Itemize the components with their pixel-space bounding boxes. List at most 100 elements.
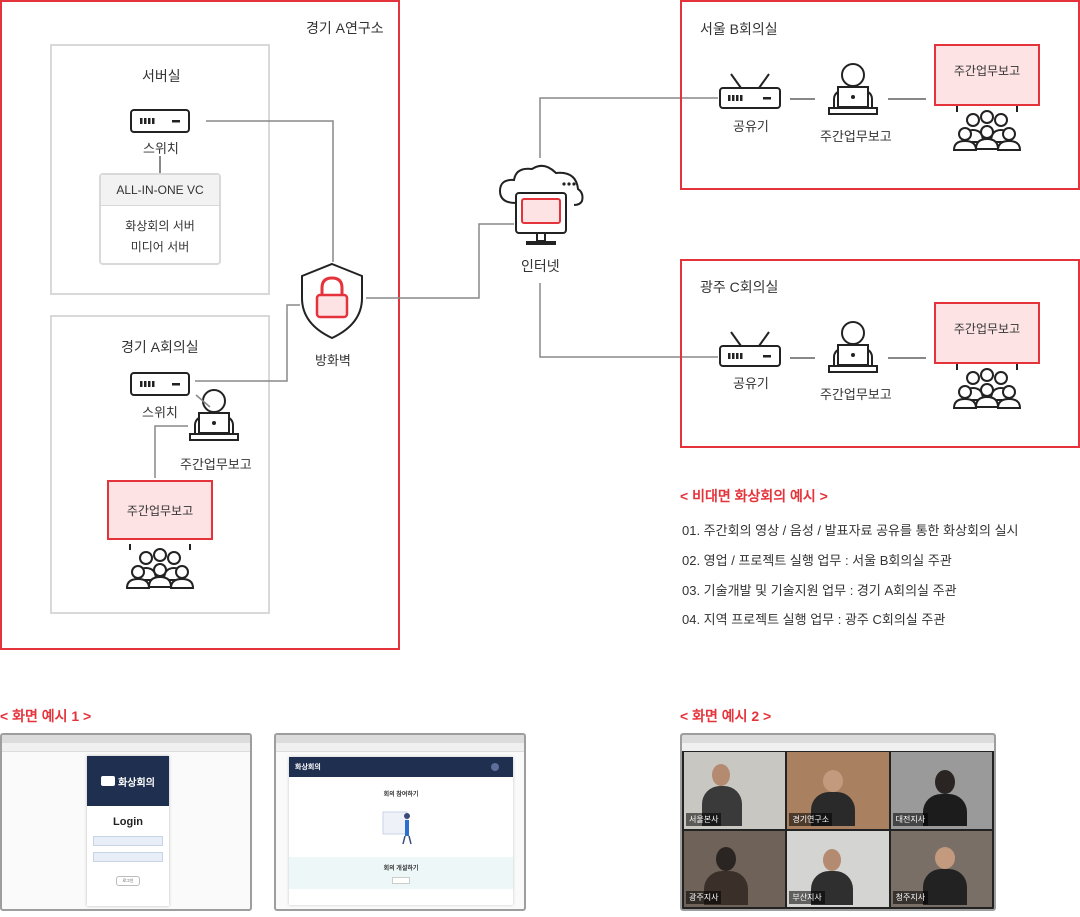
audience-icon (952, 364, 1022, 415)
login-app-name: 화상회의 (118, 777, 155, 789)
login-password-field[interactable] (93, 852, 163, 862)
video-tile: 부산지사 (787, 830, 889, 907)
app-panel: 화상회의 회의 참여하기 회의 개설하기 (289, 757, 513, 905)
app-header-title: 화상회의 (295, 764, 321, 771)
video-tile: 광주지사 (684, 830, 786, 907)
participant-name: 서울본사 (686, 812, 722, 826)
user-laptop-icon (826, 63, 880, 122)
site-a-title: 경기 A연구소 (306, 20, 384, 36)
open-meeting-button[interactable] (392, 877, 410, 884)
video-grid: 서울본사 경기연구소 대전지사 광주지사 부산지사 청주지사 (684, 752, 992, 907)
cloud-computer-icon (496, 163, 586, 254)
video-call-screenshot: 서울본사 경기연구소 대전지사 광주지사 부산지사 청주지사 (680, 733, 996, 911)
open-meeting-section: 회의 개설하기 (289, 857, 513, 889)
app-main-screenshot: 화상회의 회의 참여하기 회의 개설하기 (274, 733, 526, 911)
room-b-screen: 주간업무보고 (934, 44, 1040, 106)
participant-body (922, 794, 967, 826)
user-menu-icon[interactable] (491, 763, 499, 771)
example-item-2: 02. 영업 / 프로젝트 실행 업무 : 서울 B회의실 주관 (682, 553, 952, 568)
open-meeting-title: 회의 개설하기 (383, 866, 419, 872)
router-icon (719, 330, 781, 373)
meeting-screen: 주간업무보고 (107, 480, 213, 540)
participant-name: 경기연구소 (789, 812, 833, 826)
connector-line (888, 98, 926, 100)
video-tile: 경기연구소 (787, 752, 889, 829)
browser-tabbar (682, 735, 994, 743)
meeting-screen-label: 주간업무보고 (126, 503, 194, 518)
join-meeting-title: 회의 참여하기 (383, 792, 419, 798)
browser-tabbar (2, 735, 250, 743)
server-room-title: 서버실 (142, 68, 181, 84)
participant-avatar (823, 770, 844, 792)
login-card-header: 화상회의 (87, 756, 169, 806)
room-b-title: 서울 B회의실 (700, 21, 778, 37)
video-tile: 청주지사 (890, 830, 992, 907)
audience-icon (125, 544, 195, 595)
vc-line-1: 화상회의 서버 (125, 219, 195, 233)
participant-name: 대전지사 (892, 812, 929, 826)
video-tile: 서울본사 (684, 752, 786, 829)
room-b-user-label: 주간업무보고 (820, 129, 892, 144)
room-b-router-label: 공유기 (733, 119, 769, 134)
internet-label: 인터넷 (521, 258, 560, 274)
participant-name: 청주지사 (892, 891, 929, 904)
vc-card-header: ALL-IN-ONE VC (101, 175, 219, 206)
app-header: 화상회의 (289, 757, 513, 777)
meeting-user-label: 주간업무보고 (180, 457, 252, 472)
participant-avatar (934, 846, 955, 869)
room-b-screen-label: 주간업무보고 (953, 63, 1021, 78)
examples-heading: < 비대면 화상회의 예시 > (680, 488, 828, 504)
router-icon (719, 72, 781, 115)
room-c-title: 광주 C회의실 (700, 279, 779, 295)
logo-icon (101, 776, 116, 786)
connector-line (159, 156, 161, 174)
room-c-box (680, 259, 1080, 448)
network-lines (154, 97, 718, 478)
browser-addressbar (2, 743, 250, 752)
login-screenshot: 화상회의 Login 로그인 (0, 733, 252, 911)
login-button[interactable]: 로그인 (116, 876, 140, 886)
room-c-user-label: 주간업무보고 (820, 387, 892, 402)
login-id-field[interactable] (93, 836, 163, 846)
vc-title: ALL-IN-ONE VC (116, 183, 204, 197)
room-c-router-label: 공유기 (733, 376, 769, 391)
switch-icon (130, 109, 190, 138)
connector-line (790, 357, 815, 359)
vc-line-2: 미디어 서버 (130, 240, 190, 254)
connector-line (888, 357, 926, 359)
audience-icon (952, 106, 1022, 157)
participant-avatar (823, 848, 842, 871)
participant-avatar (934, 770, 955, 794)
example-item-3: 03. 기술개발 및 기술지원 업무 : 경기 A회의실 주관 (682, 583, 957, 598)
site-a-research-box (0, 0, 400, 650)
participant-name: 부산지사 (789, 891, 825, 904)
firewall-label: 방화벽 (315, 353, 351, 368)
screen-example-2-heading: < 화면 예시 2 > (680, 708, 772, 724)
screen-example-1-heading: < 화면 예시 1 > (0, 708, 92, 724)
browser-tabbar (276, 735, 524, 743)
browser-addressbar (276, 743, 524, 752)
participant-body (922, 868, 967, 905)
all-in-one-vc-card: ALL-IN-ONE VC 화상회의 서버 미디어 서버 (99, 173, 221, 265)
participant-avatar (716, 846, 736, 871)
room-b-box (680, 0, 1080, 190)
server-switch-label: 스위치 (143, 141, 179, 156)
example-item-1: 01. 주간회의 영상 / 음성 / 발표자료 공유를 통한 화상회의 실시 (682, 523, 1019, 538)
login-card: 화상회의 Login 로그인 (87, 756, 169, 906)
login-title: Login (113, 816, 143, 828)
switch-icon (130, 372, 190, 401)
browser-addressbar (682, 743, 994, 751)
meeting-room-a-title: 경기 A회의실 (121, 339, 199, 355)
room-c-screen-label: 주간업무보고 (953, 321, 1021, 336)
participant-name: 광주지사 (686, 891, 722, 904)
example-item-4: 04. 지역 프로젝트 실행 업무 : 광주 C회의실 주관 (682, 612, 946, 627)
connector-line (790, 98, 815, 100)
login-button-label: 로그인 (122, 878, 134, 883)
video-tile: 대전지사 (890, 752, 992, 829)
join-illustration (381, 806, 421, 846)
user-laptop-icon (187, 389, 241, 448)
user-laptop-icon (826, 321, 880, 380)
participant-avatar (712, 764, 730, 786)
meeting-switch-label: 스위치 (142, 405, 178, 420)
room-c-screen: 주간업무보고 (934, 302, 1040, 364)
